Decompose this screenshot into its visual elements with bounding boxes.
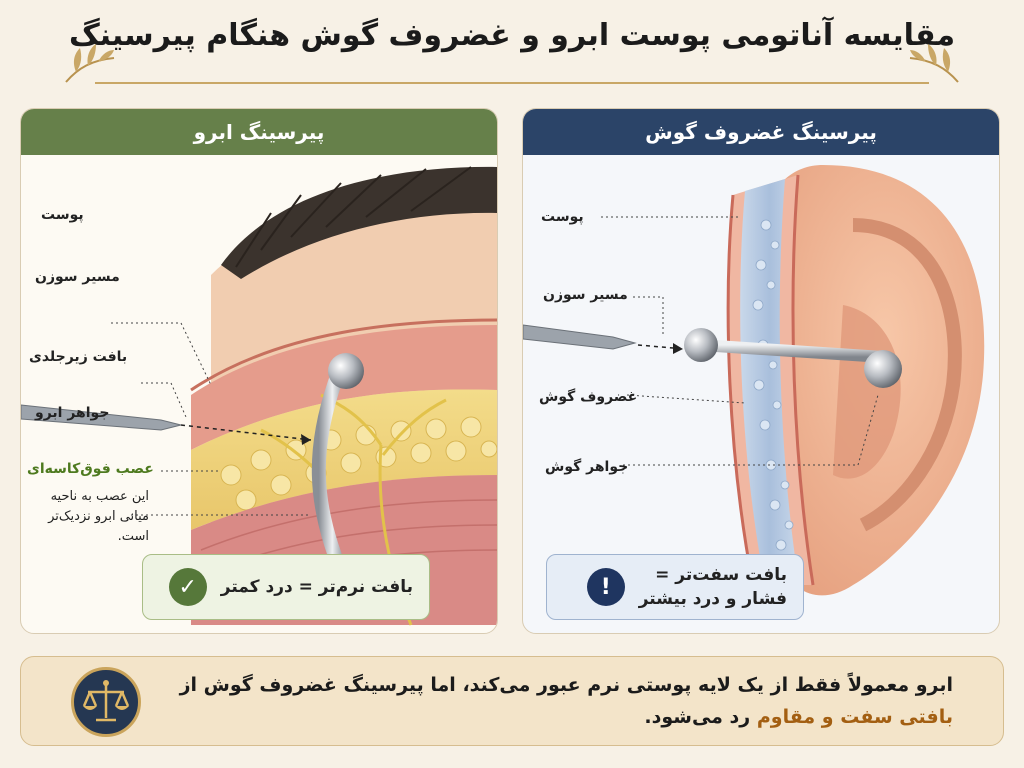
ear-cartilage-label: غضروف گوش [539, 389, 638, 405]
leaf-ornament-icon [909, 44, 959, 83]
summary-highlight: بافتی سفت و مقاوم [756, 706, 953, 728]
summary-box: ابرو معمولاً فقط از یک لایه پوستی نرم عب… [20, 656, 1004, 746]
ear-callout-line2: فشار و درد بیشتر [638, 589, 787, 609]
eyebrow-jewelry-label: جواهر ابرو [35, 405, 110, 421]
ear-callout-text: بافت سفت‌تر = فشار و درد بیشتر [639, 563, 787, 611]
eyebrow-skin-label: پوست [41, 207, 84, 223]
nerve-note: این عصب به ناحیه میانی ابرو نزدیک‌تر است… [48, 489, 149, 544]
summary-line1: ابرو معمولاً فقط از یک لایه پوستی نرم عب… [179, 674, 953, 696]
summary-text: ابرو معمولاً فقط از یک لایه پوستی نرم عب… [173, 669, 953, 733]
summary-line2: بافتی سفت و مقاوم رد می‌شود. [173, 701, 953, 733]
ear-anatomy-illustration [523, 165, 985, 596]
leaf-ornament-icon [65, 44, 115, 83]
ear-jewelry-label: جواهر گوش [545, 459, 629, 475]
ear-needle-path-label: مسیر سوزن [543, 287, 628, 303]
eyebrow-callout: بافت نرم‌تر = درد کمتر ✓ [142, 554, 430, 620]
eyebrow-panel-header: پیرسینگ ابرو [21, 109, 497, 155]
title-divider [95, 82, 929, 84]
eyebrow-callout-text: بافت نرم‌تر = درد کمتر [220, 577, 413, 597]
ear-callout-line1: بافت سفت‌تر = [655, 565, 787, 585]
ear-callout: بافت سفت‌تر = فشار و درد بیشتر ! [546, 554, 804, 620]
eyebrow-panel: پیرسینگ ابرو [20, 108, 498, 634]
exclamation-icon: ! [586, 568, 625, 606]
ear-panel-header: پیرسینگ غضروف گوش [523, 109, 999, 155]
balance-scale-icon [71, 667, 141, 737]
ear-panel: پیرسینگ غضروف گوش [522, 108, 1000, 634]
summary-line2-rest: رد می‌شود. [644, 706, 751, 728]
ear-skin-label: پوست [541, 209, 584, 225]
check-icon: ✓ [168, 568, 207, 606]
page-title: مقایسه آناتومی پوست ابرو و غضروف گوش هنگ… [68, 18, 956, 53]
eyebrow-subcutaneous-label: بافت زیرجلدی [29, 349, 128, 365]
supraorbital-nerve-label: عصب فوق‌کاسه‌ای [27, 461, 154, 477]
eyebrow-needle-path-label: مسیر سوزن [35, 269, 120, 285]
